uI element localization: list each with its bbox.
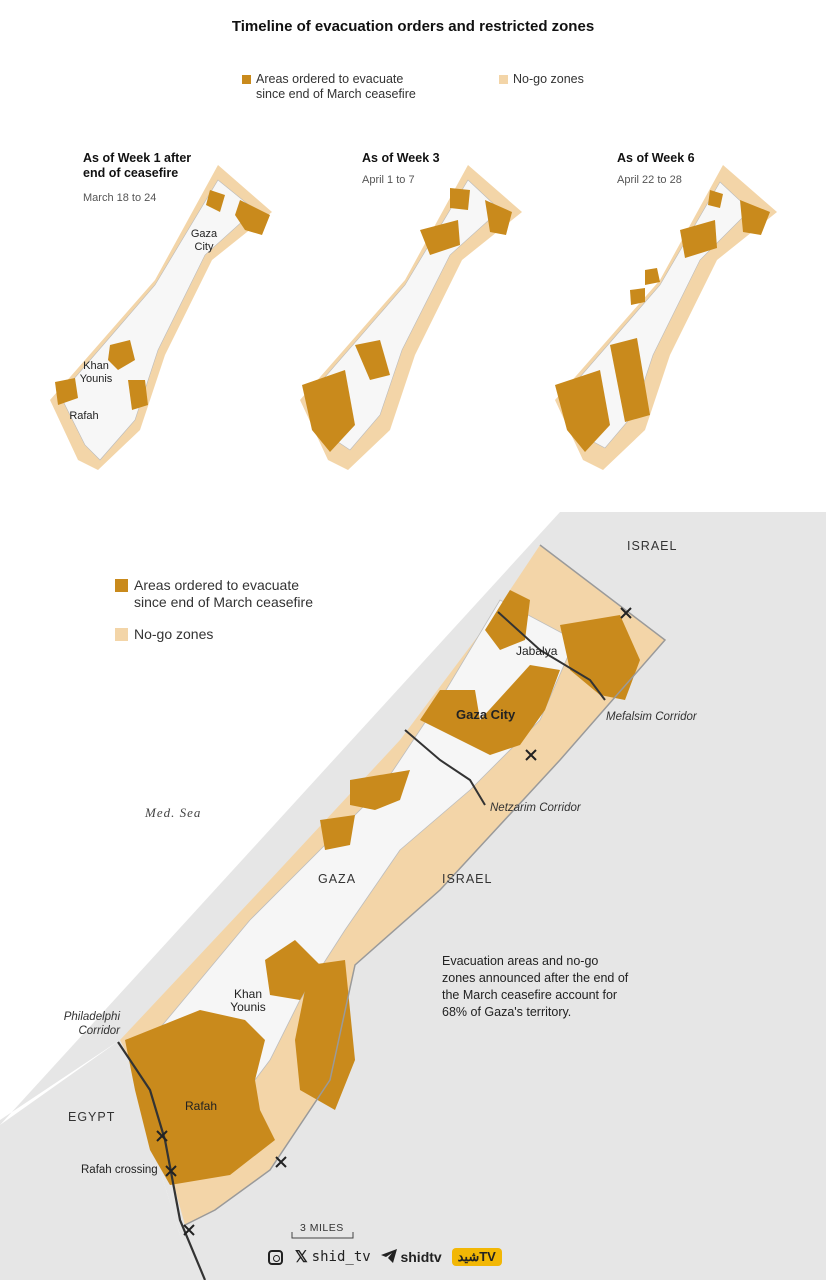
evac-zone [708, 190, 723, 208]
evac-zone [555, 370, 610, 452]
small-map-2-dates: April 1 to 7 [362, 174, 415, 186]
evac-zone [128, 380, 148, 410]
evac-zone [420, 220, 460, 255]
territory [59, 179, 256, 461]
evac-zone [485, 200, 512, 235]
evac-zone [125, 1010, 275, 1185]
main-map [0, 512, 826, 1280]
small-map-3-heading: As of Week 6 [617, 151, 695, 165]
evacuate-swatch [115, 579, 128, 592]
label-jabalya: Jabalya [516, 644, 558, 658]
legend-nogo: No-go zones [499, 72, 584, 87]
small-map-1-gaza-city: Gaza City [190, 228, 218, 253]
evac-zone [320, 815, 355, 850]
small-map-1-dates: March 18 to 24 [83, 192, 157, 204]
label-gaza-city: Gaza City [456, 707, 516, 722]
legend-nogo-label: No-go zones [513, 72, 584, 86]
evac-zone [108, 340, 135, 370]
egypt-land [0, 1040, 205, 1280]
label-israel-mid: ISRAEL [442, 872, 493, 886]
crossing-markers [156, 607, 632, 1236]
evac-zone [235, 200, 270, 235]
evac-zone [610, 338, 650, 422]
border-line [184, 544, 667, 1226]
nogo-swatch [115, 628, 128, 641]
label-rafah: Rafah [185, 1099, 218, 1113]
evac-zone [560, 615, 640, 700]
instagram-icon[interactable] [268, 1249, 283, 1265]
main-legend-nogo-label: No-go zones [134, 626, 214, 642]
scale-bar [291, 1232, 354, 1239]
label-netzarim-corridor: Netzarim Corridor [490, 802, 581, 814]
small-map-week-3 [300, 165, 522, 470]
label-med-sea: Med. Sea [145, 805, 202, 820]
label-israel-top: ISRAEL [627, 539, 678, 553]
small-map-week-1 [50, 165, 272, 470]
evac-zone [350, 770, 410, 810]
label-gaza: GAZA [318, 872, 357, 886]
evac-zone [740, 200, 770, 235]
small-map-1-khan-younis: Khan Younis [79, 360, 113, 385]
evac-zone [680, 220, 717, 258]
evac-zone [630, 288, 645, 305]
evac-zone [420, 665, 560, 755]
evac-zone [206, 190, 225, 212]
label-rafah-crossing: Rafah crossing [81, 1164, 158, 1176]
evac-zone [55, 378, 78, 405]
evac-zone [302, 370, 355, 452]
brand-logo: شیدTV [451, 1248, 502, 1266]
label-mefalsim-corridor: Mefalsim Corridor [606, 711, 697, 723]
small-map-3-dates: April 22 to 28 [617, 174, 682, 186]
telegram-icon[interactable] [380, 1248, 397, 1266]
evac-zone [355, 340, 390, 380]
label-philadelphi-corridor: Philadelphi Corridor [63, 1011, 120, 1037]
evac-zone [645, 268, 660, 285]
nogo-swatch [499, 75, 508, 84]
small-map-week-6 [555, 165, 777, 470]
label-egypt: EGYPT [68, 1110, 116, 1124]
main-legend-nogo: No-go zones [115, 626, 213, 643]
handle-telegram[interactable]: shidtv [400, 1249, 442, 1265]
label-khan-younis: Khan Younis [230, 987, 266, 1014]
netzarim-corridor-line [404, 729, 486, 806]
evac-zone [295, 960, 355, 1110]
evac-zone [450, 188, 470, 210]
small-map-1-rafah: Rafah [69, 410, 99, 422]
handle-x[interactable]: shid_tv [311, 1249, 371, 1265]
evacuate-swatch [242, 75, 251, 84]
small-map-1-heading: As of Week 1 after end of ceasefire [83, 151, 192, 180]
mefalsim-corridor-line [497, 611, 606, 701]
page-title: Timeline of evacuation orders and restri… [231, 18, 595, 35]
footer-social: 𝕏 shid_tv shidtv شیدTV [268, 1247, 502, 1269]
territory-note: Evacuation areas and no-go zones announc… [442, 954, 629, 1019]
x-icon[interactable]: 𝕏 [294, 1249, 308, 1266]
small-map-2-heading: As of Week 3 [362, 151, 440, 165]
territory [311, 179, 501, 451]
scale-label: 3 MILES [300, 1222, 344, 1234]
